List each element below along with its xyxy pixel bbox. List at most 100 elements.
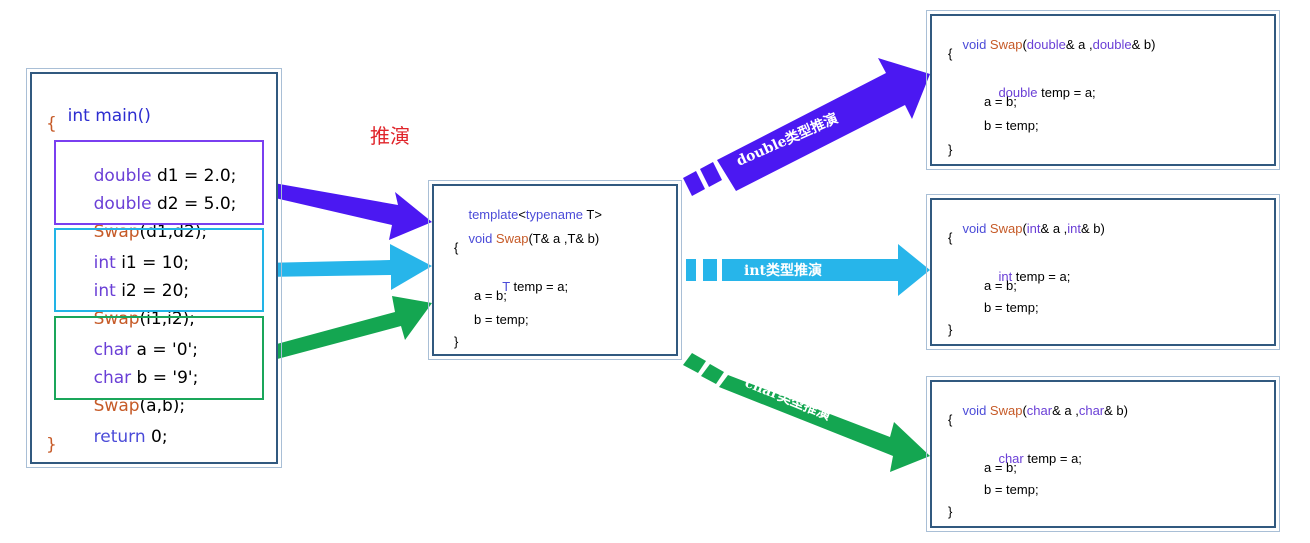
temp-rest: temp = a;: [1037, 85, 1096, 100]
swap-fn-name: Swap: [989, 403, 1023, 418]
keyword-int: int: [998, 269, 1013, 284]
instance-char-box: void Swap(char& a ,char& b) { char temp …: [926, 376, 1280, 532]
param-b: & b): [1081, 221, 1105, 236]
instance-int-open: {: [948, 230, 953, 245]
i2-rest: i2 = 20;: [115, 281, 190, 301]
paren: (: [1022, 403, 1027, 418]
keyword-double: double: [93, 166, 152, 186]
keyword-int: int: [1067, 221, 1082, 236]
arrow-int-to-template: [262, 244, 432, 290]
template-signature: void Swap(T& a ,T& b): [454, 216, 599, 261]
type-T: T: [502, 279, 510, 294]
param-a: & a ,: [1040, 221, 1068, 236]
main-signature: int main(): [46, 86, 151, 146]
line-char-b: char b = '9';: [72, 348, 199, 408]
template-b-eq-temp: b = temp;: [474, 312, 529, 327]
swap-c-args: (a,b);: [139, 396, 186, 416]
instance-double-a-eq-b: a = b;: [984, 94, 1017, 109]
arrow-char-to-template: [262, 296, 432, 362]
instance-int-close: }: [948, 322, 953, 337]
template-temp-line: T temp = a;: [488, 264, 568, 309]
keyword-char: char: [93, 368, 132, 388]
keyword-void: void: [962, 221, 990, 236]
line-return: return 0;: [72, 407, 168, 467]
instance-double-open: {: [948, 46, 953, 61]
arrow-char-instantiation: char类型推演: [683, 353, 930, 472]
keyword-char: char: [1026, 403, 1053, 418]
swap-i-args: (i1,i2);: [139, 309, 196, 329]
instance-char-close: }: [948, 504, 953, 519]
arrow-int-instantiation: int类型推演: [686, 244, 930, 296]
double-group-frame: [54, 140, 264, 225]
template-params: (T& a ,T& b): [528, 231, 600, 246]
keyword-double: double: [1092, 37, 1132, 52]
instance-char-open: {: [948, 412, 953, 427]
instance-int-b-eq-temp: b = temp;: [984, 300, 1039, 315]
arrow-label-int: int类型推演: [744, 262, 822, 279]
main-signature-text: int main(): [67, 106, 151, 126]
instance-int-box: void Swap(int& a ,int& b) { int temp = a…: [926, 194, 1280, 350]
instance-double-b-eq-temp: b = temp;: [984, 118, 1039, 133]
line-swap-i: Swap(i1,i2);: [72, 289, 195, 349]
keyword-double: double: [1026, 37, 1066, 52]
d1-rest: d1 = 2.0;: [151, 166, 237, 186]
instance-int-a-eq-b: a = b;: [984, 278, 1017, 293]
instance-char-temp: char temp = a;: [984, 436, 1082, 481]
instance-int-temp: int temp = a;: [984, 254, 1070, 299]
instance-double-temp: double temp = a;: [984, 70, 1096, 115]
swap-fn-name: Swap: [989, 221, 1023, 236]
temp-rest: temp = a;: [509, 279, 569, 294]
param-b: & b): [1131, 37, 1156, 52]
main-close-brace: }: [46, 435, 57, 455]
instance-char-signature: void Swap(char& a ,char& b): [948, 388, 1128, 433]
template-open-brace: {: [454, 240, 459, 255]
ca-rest: a = '0';: [131, 340, 198, 360]
swap-fn-name: Swap: [495, 231, 529, 246]
temp-rest: temp = a;: [1023, 451, 1082, 466]
paren: (: [1022, 37, 1027, 52]
keyword-int: int: [93, 253, 116, 273]
i1-rest: i1 = 10;: [115, 253, 190, 273]
cb-rest: b = '9';: [131, 368, 199, 388]
swap-d-args: (d1,d2);: [139, 222, 208, 242]
param-a: & a ,: [1052, 403, 1079, 418]
keyword-char: char: [1078, 403, 1105, 418]
line-int-i1: int i1 = 10;: [72, 233, 190, 293]
line-double-d1: double d1 = 2.0;: [72, 146, 237, 206]
keyword-return: return: [93, 427, 146, 447]
line-int-i2: int i2 = 20;: [72, 261, 190, 321]
keyword-template: template: [468, 207, 519, 222]
keyword-void: void: [468, 231, 496, 246]
main-open-brace: {: [46, 114, 57, 134]
instance-double-close: }: [948, 142, 953, 157]
template-a-eq-b: a = b;: [474, 288, 507, 303]
template-function-box: template<typename T> void Swap(T& a ,T& …: [428, 180, 682, 360]
line-swap-c: Swap(a,b);: [72, 376, 186, 436]
template-param: T>: [583, 207, 602, 222]
param-b: & b): [1104, 403, 1128, 418]
int-group-frame: [54, 228, 264, 312]
swap-call: Swap: [93, 309, 140, 329]
paren: (: [1022, 221, 1027, 236]
temp-rest: temp = a;: [1012, 269, 1071, 284]
keyword-char: char: [93, 340, 132, 360]
return-rest: 0;: [145, 427, 168, 447]
d2-rest: d2 = 5.0;: [151, 194, 237, 214]
arrow-double-instantiation: double类型推演: [683, 58, 930, 196]
instance-char-a-eq-b: a = b;: [984, 460, 1017, 475]
keyword-double: double: [998, 85, 1038, 100]
swap-call: Swap: [93, 396, 140, 416]
template-lt: <: [518, 207, 526, 222]
template-declaration: template<typename T>: [454, 192, 602, 237]
keyword-char: char: [998, 451, 1024, 466]
swap-call: Swap: [93, 222, 140, 242]
instance-char-b-eq-temp: b = temp;: [984, 482, 1039, 497]
line-char-a: char a = '0';: [72, 320, 198, 380]
keyword-int: int: [93, 281, 116, 301]
deduce-label: 推演: [370, 124, 410, 148]
line-swap-d: Swap(d1,d2);: [72, 202, 208, 262]
param-a: & a ,: [1065, 37, 1093, 52]
line-double-d2: double d2 = 5.0;: [72, 174, 237, 234]
instance-double-signature: void Swap(double& a ,double& b): [948, 22, 1155, 67]
